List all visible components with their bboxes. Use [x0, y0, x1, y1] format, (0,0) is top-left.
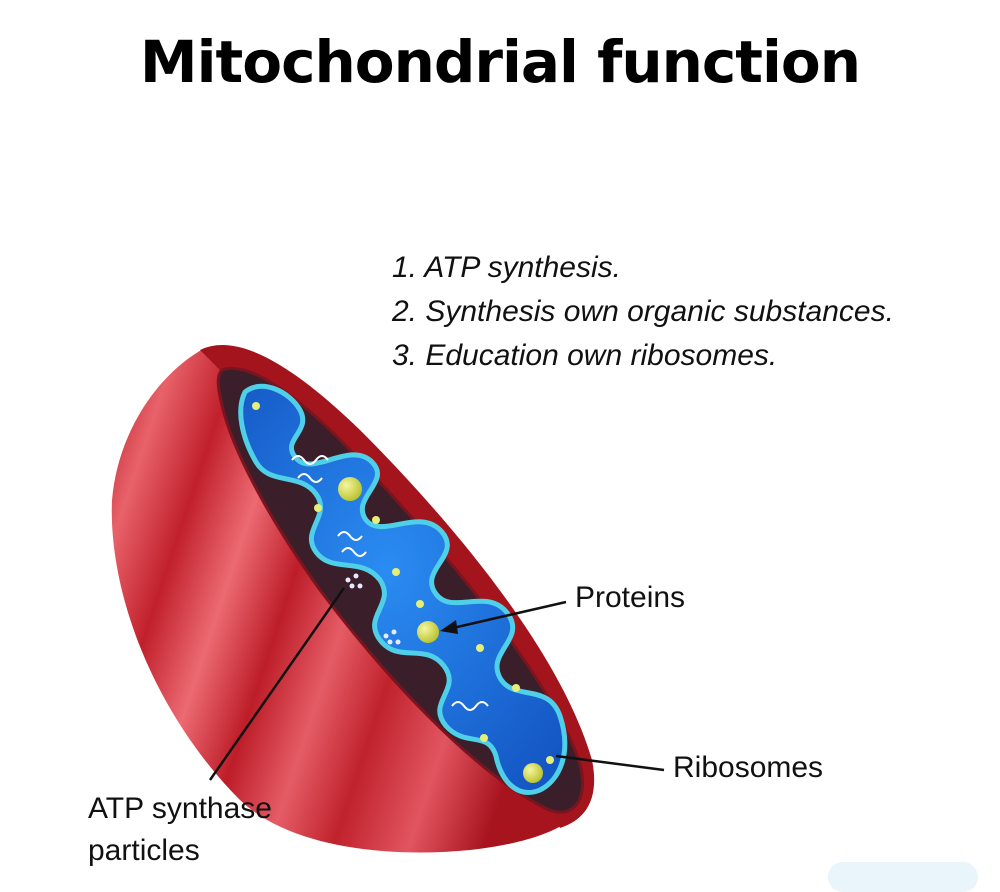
dna-strand [337, 531, 367, 557]
function-item: 1. ATP synthesis. [392, 251, 621, 284]
dna-strand [291, 455, 329, 483]
ribosome-cluster [345, 573, 401, 645]
function-list: 1. ATP synthesis. 2. Synthesis own organ… [392, 246, 894, 378]
corner-decoration [828, 862, 978, 892]
matrix [238, 383, 568, 795]
protein [523, 763, 543, 783]
label-atp-synthase: ATP synthase particles [88, 792, 272, 867]
small-particles [252, 402, 554, 764]
label-ribosomes: Ribosomes [673, 751, 824, 784]
protein [338, 477, 362, 501]
page-title: Mitochondrial function [139, 28, 861, 96]
function-item: 2. Synthesis own organic substances. [392, 295, 894, 328]
arrow-head [440, 620, 458, 634]
label-proteins: Proteins [575, 581, 686, 614]
function-item: 3. Education own ribosomes. [392, 339, 778, 372]
protein [417, 621, 439, 643]
mitochondrion-diagram [111, 344, 665, 853]
leader-lines [208, 587, 665, 781]
dna-strand [451, 701, 489, 711]
